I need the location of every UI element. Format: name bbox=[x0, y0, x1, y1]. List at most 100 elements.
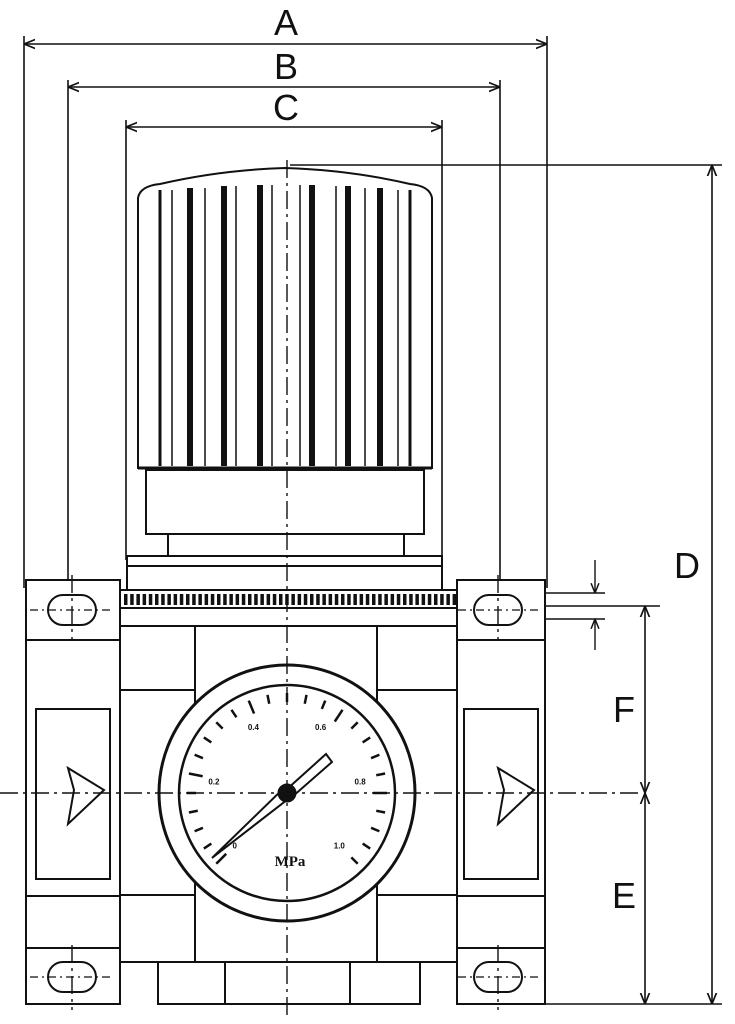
gauge-minor-tick bbox=[350, 721, 359, 730]
lock-ring-knurling bbox=[124, 594, 457, 605]
knurl-tooth bbox=[136, 594, 140, 605]
knurl-tooth bbox=[452, 594, 457, 605]
knurl-tooth bbox=[204, 594, 209, 605]
knurl-tooth bbox=[384, 594, 388, 605]
knurl-tooth bbox=[415, 594, 419, 605]
gauge-minor-tick bbox=[320, 700, 327, 710]
right-bracket bbox=[456, 579, 546, 1005]
knurl-tooth bbox=[328, 594, 333, 605]
gauge-scale-label: 0.2 bbox=[208, 777, 220, 786]
gauge-major-tick bbox=[215, 852, 228, 865]
dimension-e-label: E bbox=[612, 875, 636, 916]
dimension-a-label: A bbox=[274, 2, 298, 43]
knurl-tooth bbox=[403, 594, 407, 605]
gauge-major-tick bbox=[247, 700, 256, 715]
knurl-tooth bbox=[291, 594, 295, 605]
knurl-tooth bbox=[130, 594, 134, 605]
knurl-tooth bbox=[186, 594, 190, 605]
gauge-scale-label: 0.8 bbox=[355, 777, 367, 786]
knurl-tooth bbox=[316, 594, 320, 605]
knurl-tooth bbox=[297, 594, 302, 605]
knurl-tooth bbox=[446, 594, 450, 605]
knurl-tooth bbox=[210, 594, 215, 605]
knurl-tooth bbox=[279, 594, 283, 605]
knurl-tooth bbox=[365, 594, 370, 605]
knurl-tooth bbox=[192, 594, 196, 605]
knurl-tooth bbox=[161, 594, 165, 605]
gauge-minor-tick bbox=[303, 694, 308, 704]
dimension-d-label: D bbox=[674, 545, 700, 586]
gauge-minor-tick bbox=[370, 826, 380, 833]
knurl-tooth bbox=[440, 594, 444, 605]
gauge-minor-tick bbox=[203, 842, 213, 850]
knurl-tooth bbox=[241, 594, 246, 605]
gauge-minor-tick bbox=[194, 753, 204, 760]
knurl-tooth bbox=[124, 594, 128, 605]
adjustment-knob bbox=[137, 166, 433, 470]
gauge-minor-tick bbox=[361, 842, 371, 850]
knurl-tooth bbox=[427, 594, 432, 605]
center-lines bbox=[0, 160, 640, 1018]
dimension-c-label: C bbox=[273, 87, 299, 128]
bonnet bbox=[126, 469, 443, 591]
knurl-tooth bbox=[179, 594, 184, 605]
knurl-tooth bbox=[421, 594, 426, 605]
knurl-tooth bbox=[173, 594, 178, 605]
knurl-tooth bbox=[322, 594, 326, 605]
knurl-tooth bbox=[254, 594, 258, 605]
knob-grip-ridges bbox=[158, 185, 412, 466]
knurl-tooth bbox=[217, 594, 221, 605]
gauge-minor-tick bbox=[376, 772, 386, 777]
gauge-needle bbox=[211, 752, 334, 859]
knurl-tooth bbox=[359, 594, 364, 605]
knurl-tooth bbox=[260, 594, 264, 605]
dimension-c bbox=[125, 120, 443, 560]
gauge-major-tick bbox=[188, 772, 203, 778]
knurl-tooth bbox=[310, 594, 314, 605]
gauge-scale-labels: 0 0.2 0.4 0.6 0.8 1.0 bbox=[208, 723, 366, 850]
gauge-minor-tick bbox=[230, 709, 238, 719]
dimension-b-label: B bbox=[274, 46, 298, 87]
gauge-minor-tick bbox=[188, 809, 198, 814]
gauge-minor-tick bbox=[203, 736, 213, 744]
knurl-tooth bbox=[229, 594, 233, 605]
dimension-f-label: F bbox=[613, 689, 635, 730]
gauge-scale-label: 1.0 bbox=[334, 841, 346, 850]
knurl-tooth bbox=[341, 594, 345, 605]
gauge-minor-tick bbox=[361, 736, 371, 744]
dimension-d bbox=[290, 164, 722, 1005]
knurl-tooth bbox=[266, 594, 271, 605]
knurl-tooth bbox=[223, 594, 227, 605]
knurl-tooth bbox=[142, 594, 147, 605]
gauge-minor-tick bbox=[194, 826, 204, 833]
flow-direction-icon-left bbox=[66, 765, 106, 827]
gauge-scale-label: 0.4 bbox=[248, 723, 260, 732]
knurl-tooth bbox=[167, 594, 171, 605]
knurl-tooth bbox=[198, 594, 202, 605]
gauge-minor-tick bbox=[376, 809, 386, 814]
knurl-tooth bbox=[378, 594, 382, 605]
knurl-tooth bbox=[409, 594, 413, 605]
knurl-tooth bbox=[372, 594, 376, 605]
gauge-minor-tick bbox=[370, 753, 380, 760]
knurl-tooth bbox=[353, 594, 357, 605]
knurl-tooth bbox=[148, 594, 153, 605]
knurl-tooth bbox=[390, 594, 395, 605]
gauge-scale-label: 0.6 bbox=[315, 723, 327, 732]
knurl-tooth bbox=[303, 594, 308, 605]
knurl-tooth bbox=[155, 594, 159, 605]
knurl-tooth bbox=[396, 594, 401, 605]
dimension-b bbox=[67, 80, 501, 598]
knurl-tooth bbox=[235, 594, 240, 605]
gauge-unit-label: MPa bbox=[275, 854, 306, 870]
gauge-minor-tick bbox=[266, 694, 271, 704]
knurl-tooth bbox=[434, 594, 438, 605]
gauge-scale-label: 0 bbox=[232, 841, 237, 850]
knurl-tooth bbox=[272, 594, 277, 605]
gauge-minor-tick bbox=[215, 721, 224, 730]
gauge-major-tick bbox=[333, 709, 344, 723]
knurl-tooth bbox=[248, 594, 252, 605]
knurl-tooth bbox=[347, 594, 351, 605]
flow-direction-icon-right bbox=[496, 765, 536, 827]
